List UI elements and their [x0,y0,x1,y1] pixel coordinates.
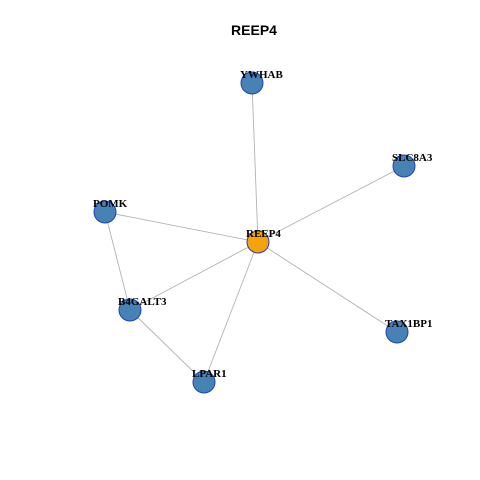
edge-b4galt3-lpar1 [129,309,205,383]
node-label-tax1bp1: TAX1BP1 [385,318,432,330]
node-label-lpar1: LPAR1 [192,368,227,380]
node-tax1bp1 [385,320,409,344]
node-label-pomk: POMK [93,198,128,210]
edge-reep4-b4galt3 [129,241,259,311]
node-slc8a3 [392,154,416,178]
node-ywhab [240,71,264,95]
edge-layer [104,82,405,383]
node-lpar1 [192,370,216,394]
node-label-b4galt3: B4GALT3 [118,296,167,308]
edge-pomk-b4galt3 [104,211,131,311]
edge-reep4-slc8a3 [257,165,405,243]
node-label-reep4: REEP4 [246,228,281,240]
edge-reep4-tax1bp1 [257,241,398,333]
edge-reep4-pomk [104,211,259,243]
diagram-title: REEP4 [231,22,277,38]
node-b4galt3 [118,298,142,322]
node-label-ywhab: YWHAB [240,69,283,81]
node-pomk [93,200,117,224]
node-reep4 [246,230,270,254]
edge-reep4-ywhab [251,82,259,243]
edge-reep4-lpar1 [203,241,259,383]
node-label-slc8a3: SLC8A3 [392,152,433,164]
